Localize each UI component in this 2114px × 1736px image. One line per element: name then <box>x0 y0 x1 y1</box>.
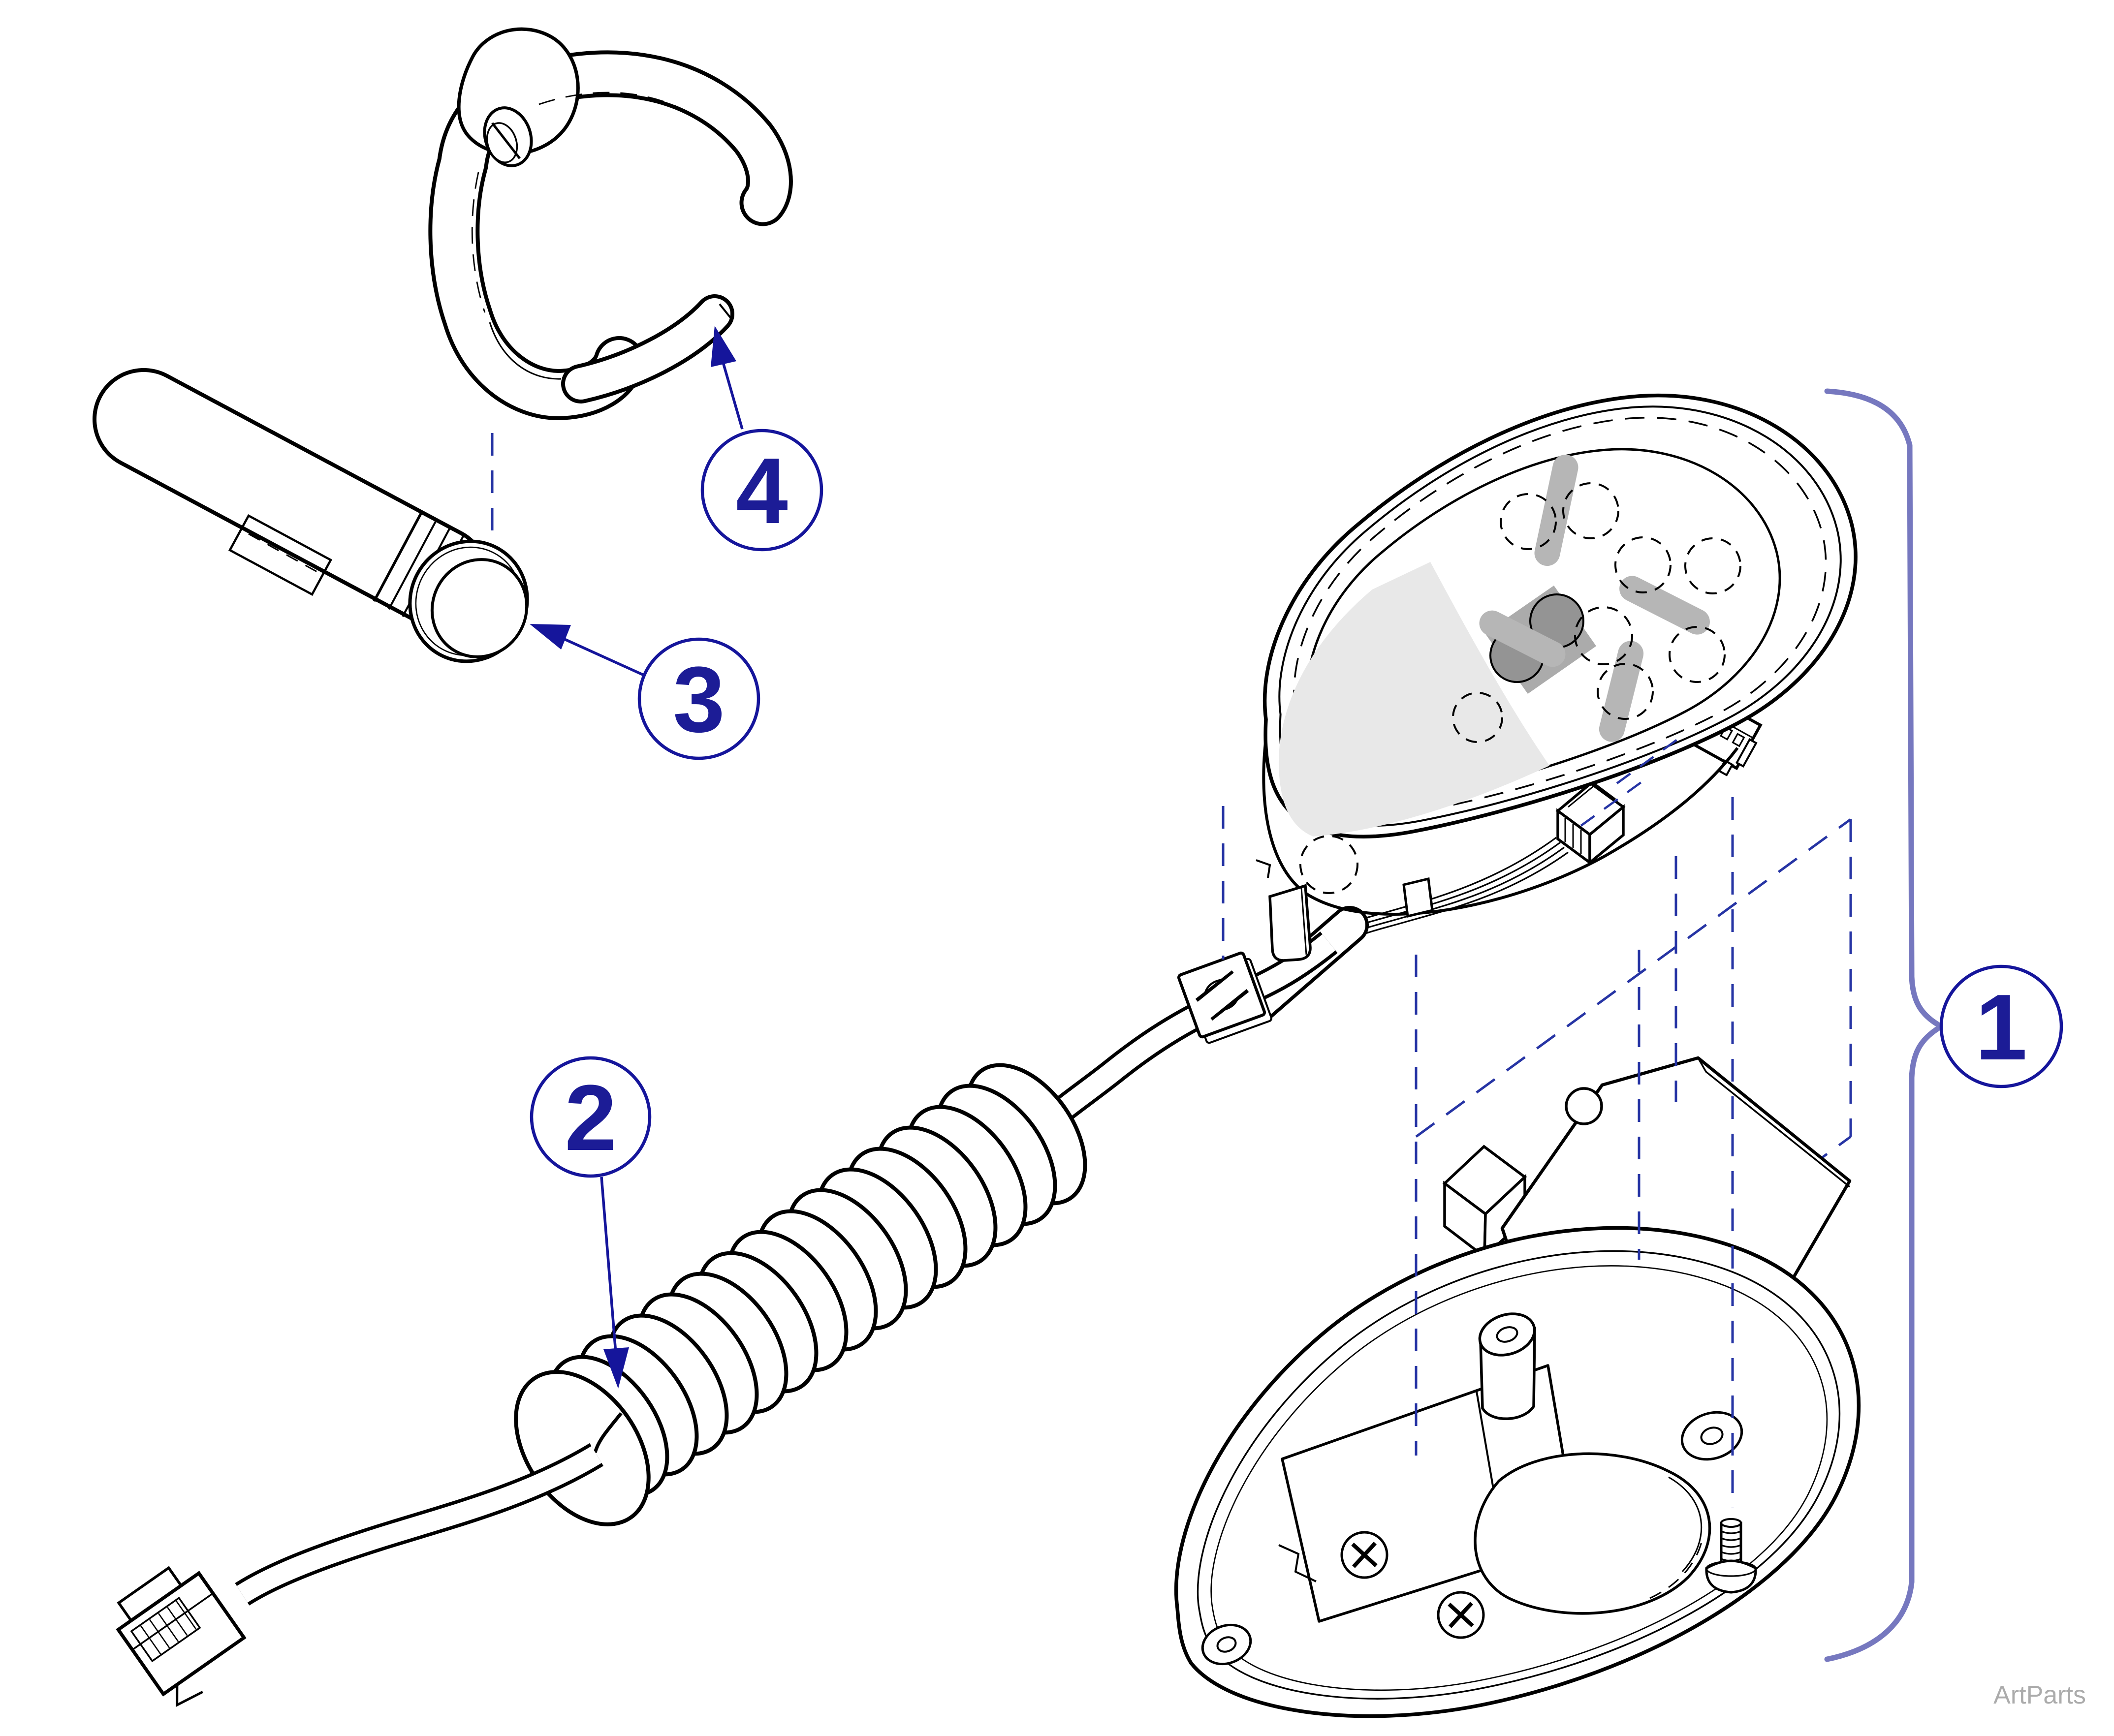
construction-lines <box>1222 734 1734 1508</box>
watermark: ArtParts <box>1993 1681 2086 1709</box>
callout-1[interactable]: 1 <box>1939 964 2063 1088</box>
standoff-boss <box>1478 1312 1536 1420</box>
housing-foot <box>1268 884 1312 962</box>
callout-4-label: 4 <box>736 439 788 543</box>
rj-modular-plug <box>116 1566 247 1707</box>
cable-flange <box>1177 951 1273 1044</box>
part-bottom-shell <box>1176 1228 1859 1716</box>
cable-coil <box>514 1063 1087 1526</box>
shell-screw-boss <box>1680 1411 1743 1461</box>
callout-3[interactable]: 3 <box>530 624 760 760</box>
callout-4[interactable]: 4 <box>700 326 823 552</box>
keypad-buttons <box>1299 482 1741 894</box>
floor-screw-1 <box>1340 1531 1388 1579</box>
shell-tip-boss <box>1201 1623 1252 1666</box>
part-coiled-cable <box>116 781 1626 1707</box>
callout-3-label: 3 <box>673 648 725 752</box>
part-holder-bracket <box>428 27 793 420</box>
keypad-arrow-blades <box>1479 454 1710 742</box>
floor-screw-2 <box>1437 1591 1485 1639</box>
membrane-shaded-area <box>1278 562 1549 837</box>
callout-1-label: 1 <box>1975 975 2027 1080</box>
callout-2[interactable]: 2 <box>530 1056 652 1389</box>
shell-hump <box>1474 1452 1711 1615</box>
housing-post <box>1402 877 1434 918</box>
part-screw <box>1705 1518 1757 1594</box>
part-touchpad-housing <box>1256 396 1856 962</box>
part-roller-barrel <box>93 368 529 663</box>
callout-2-label: 2 <box>565 1066 617 1170</box>
